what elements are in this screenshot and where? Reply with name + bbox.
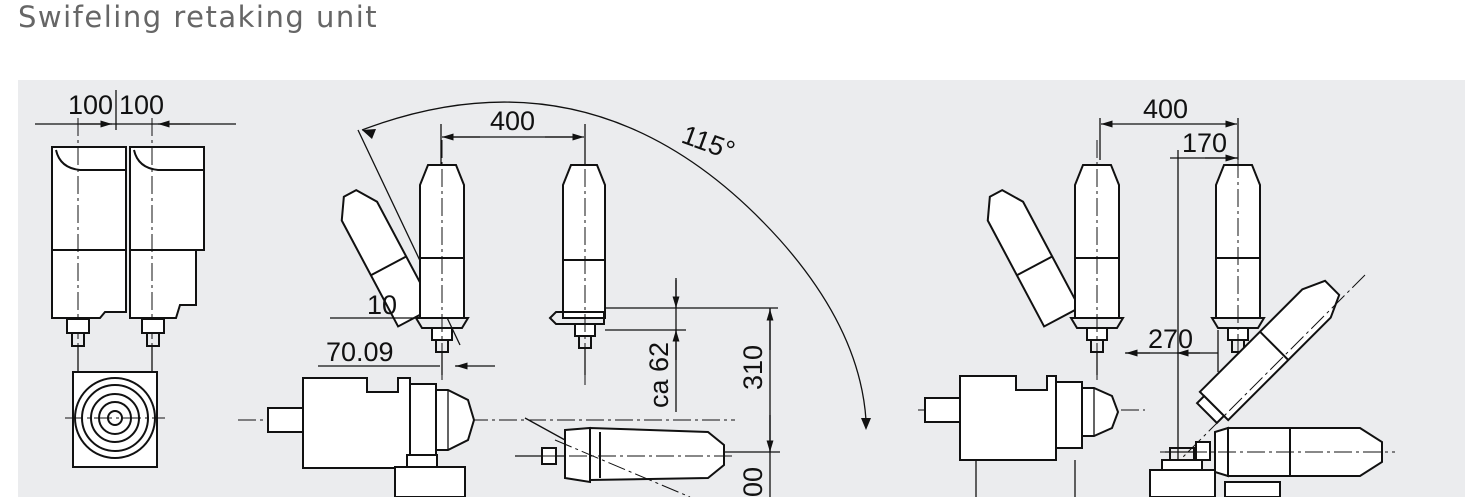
side-view: 100 100 (35, 90, 236, 468)
right-view: 400 170 270 (918, 94, 1395, 497)
dim-100-a: 100 (68, 90, 113, 120)
dim-ca-62: ca 62 (644, 342, 674, 408)
dim-400-right: 400 (1143, 94, 1188, 124)
front-view: 115° 400 10 70.09 (238, 101, 871, 497)
dim-270: 270 (1148, 324, 1193, 354)
dim-310: 310 (738, 345, 768, 390)
dim-400-left: 400 (490, 106, 535, 136)
dim-10: 10 (367, 290, 397, 320)
dim-100-b: 100 (119, 90, 164, 120)
page-title: Swifeling retaking unit (18, 0, 379, 34)
dim-70-09: 70.09 (326, 337, 394, 367)
dim-00: 00 (738, 467, 768, 497)
dim-170: 170 (1182, 128, 1227, 158)
